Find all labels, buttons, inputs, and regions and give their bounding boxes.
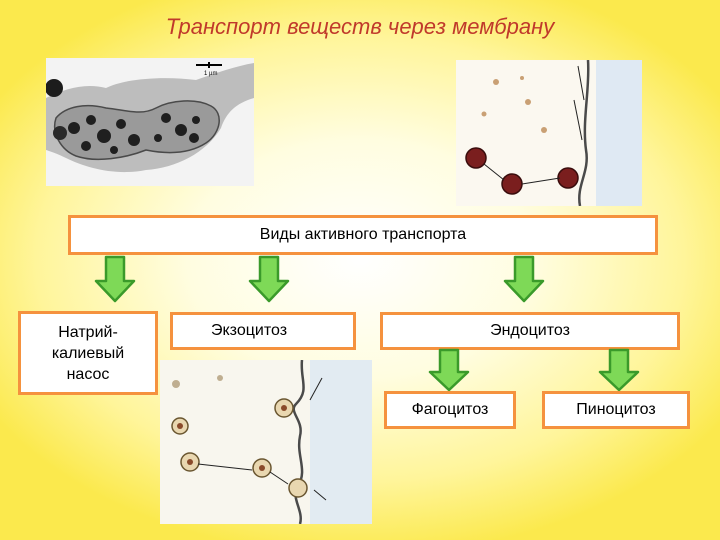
endocytosis-label: Эндоцитоз	[490, 322, 570, 339]
arrow-down-icon	[503, 255, 545, 303]
arrow-down-icon	[94, 255, 136, 303]
arrow-down-icon	[428, 348, 470, 392]
arrow-down-icon	[248, 255, 290, 303]
electron-micrograph-image: 1 µm	[46, 58, 254, 186]
active-transport-types-label: Виды активного транспорта	[259, 226, 467, 243]
endocytosis-box: Эндоцитоз	[380, 312, 680, 350]
sodium-potassium-pump-label: Натрий-калиевый насос	[51, 323, 125, 383]
phagocytosis-box: Фагоцитоз	[384, 391, 516, 429]
scale-bar-label: 1 µm	[204, 71, 217, 77]
exocytosis-label: Экзоцитоз	[211, 322, 288, 339]
pinocytosis-box: Пиноцитоз	[542, 391, 690, 429]
sodium-potassium-pump-box: Натрий-калиевый насос	[18, 311, 158, 395]
arrow-down-icon	[598, 348, 640, 392]
endocytosis-micrograph-image	[456, 60, 642, 206]
active-transport-types-box: Виды активного транспорта	[68, 215, 658, 255]
pinocytosis-label: Пиноцитоз	[576, 401, 656, 418]
phagocytosis-label: Фагоцитоз	[411, 401, 489, 418]
exocytosis-micrograph-image	[160, 360, 372, 524]
page-title: Транспорт веществ через мембрану	[165, 14, 555, 39]
exocytosis-box: Экзоцитоз	[170, 312, 356, 350]
